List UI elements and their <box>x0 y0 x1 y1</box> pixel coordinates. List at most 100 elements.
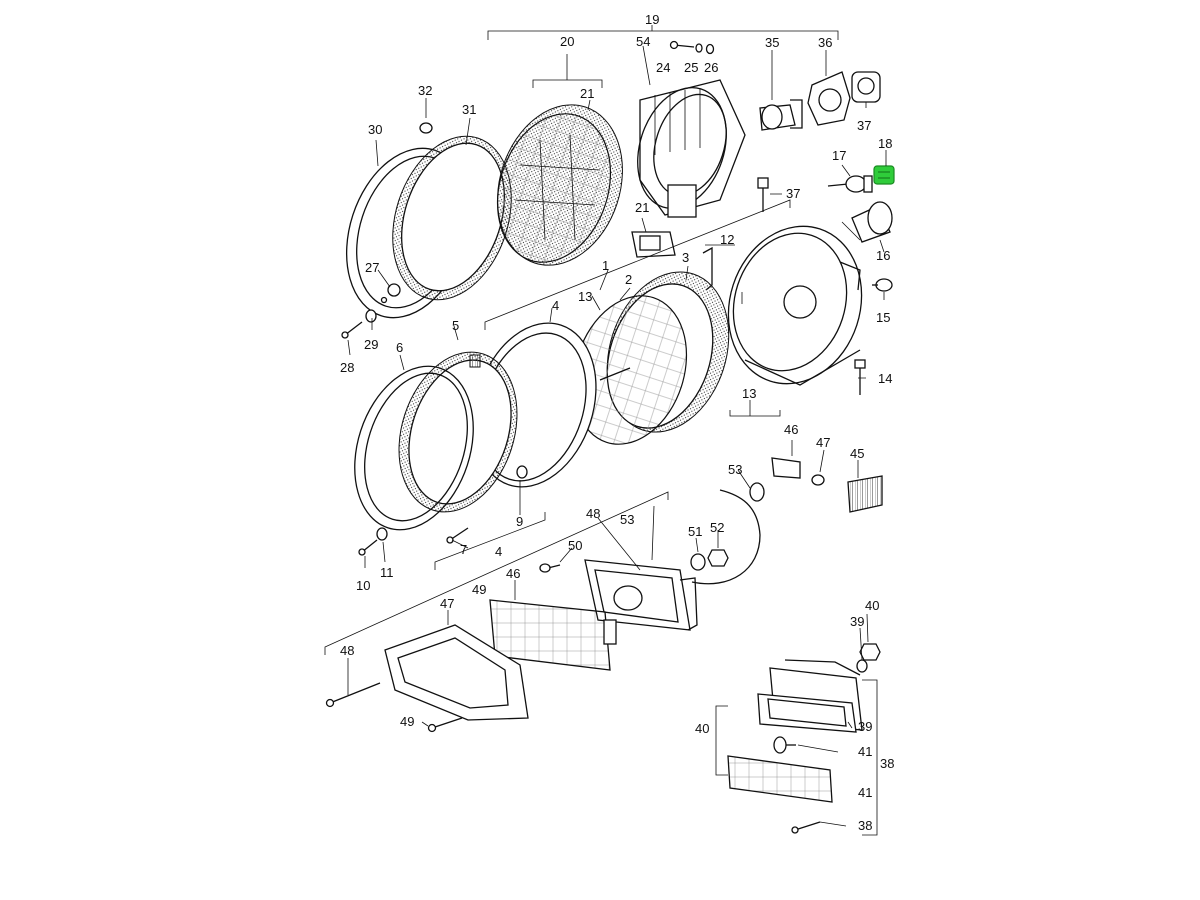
part-49-screw <box>427 717 463 733</box>
part-52-nut <box>707 549 729 567</box>
callout-45: 48 <box>586 506 600 521</box>
part-10-screw <box>358 539 378 556</box>
callout-3: 3 <box>682 250 689 265</box>
callout-53: 53 <box>620 512 634 527</box>
part-37-seal <box>757 693 857 733</box>
callout-22: 24 <box>656 60 670 75</box>
callout-labels: 19 20 54 35 36 24 25 26 21 32 31 30 37 1… <box>340 12 894 833</box>
callout-54: 54 <box>636 34 650 49</box>
callout-12: 12 <box>720 232 734 247</box>
part-11-washer <box>376 527 388 541</box>
fog-light-group <box>325 457 883 733</box>
part-21-sealed-beam <box>496 104 623 266</box>
part-5-seal <box>398 351 518 513</box>
part-23-washer <box>695 43 703 53</box>
part-31-bulb <box>759 99 803 131</box>
callout-15: 15 <box>876 310 890 325</box>
part-30-plug <box>419 122 433 134</box>
part-13-lens <box>572 295 688 445</box>
part-26-screw <box>341 321 363 339</box>
callout-28: 30 <box>368 122 382 137</box>
headlight-upper-group <box>345 40 895 395</box>
part-32-retainer <box>807 71 851 126</box>
callout-25: 27 <box>365 260 379 275</box>
callout-2: 2 <box>625 272 632 287</box>
callout-23: 25 <box>684 60 698 75</box>
part-29-seal-ring <box>392 135 512 301</box>
part-42-lens <box>847 475 883 513</box>
callout-19: 19 <box>645 12 659 27</box>
part-41-bulb <box>773 736 796 754</box>
callout-41: 41 <box>858 744 872 759</box>
part-44-bulb <box>811 474 825 486</box>
callout-51: 51 <box>688 524 702 539</box>
callout-43: 46 <box>784 422 798 437</box>
callout-37-left: 40 <box>695 721 709 736</box>
part-53-wire <box>691 489 761 585</box>
callout-21-mid: 21 <box>635 200 649 215</box>
callout-52: 52 <box>710 520 724 535</box>
callout-6: 6 <box>396 340 403 355</box>
callout-47: 47 <box>440 596 454 611</box>
callout-38: 38 <box>858 818 872 833</box>
callout-37-right: 41 <box>858 785 872 800</box>
turn-signal-group <box>727 643 881 834</box>
part-43-socket <box>771 457 801 479</box>
part-27-washer <box>365 309 377 323</box>
bracket-lines <box>324 25 887 836</box>
part-40-nut <box>859 643 881 661</box>
callout-35: 38 <box>880 756 894 771</box>
part-18-clip-highlighted[interactable] <box>873 165 895 185</box>
callout-27: 29 <box>364 337 378 352</box>
callout-4-low: 4 <box>495 544 502 559</box>
headlight-middle-group <box>341 225 863 556</box>
callout-13-low: 13 <box>742 386 756 401</box>
callout-46: 46 <box>506 566 520 581</box>
callout-18: 18 <box>878 136 892 151</box>
part-46-fog-lens <box>489 599 617 671</box>
callout-24: 26 <box>704 60 718 75</box>
callout-36: 39 <box>858 719 872 734</box>
callout-53-grommet: 53 <box>728 462 742 477</box>
part-6-trim-ring <box>354 365 474 531</box>
callout-31: 35 <box>765 35 779 50</box>
part-21-socket <box>631 231 676 258</box>
part-51-washer <box>690 553 706 571</box>
callout-40: 40 <box>865 598 879 613</box>
callout-48: 48 <box>340 643 354 658</box>
callout-29: 31 <box>462 102 476 117</box>
part-38-screw <box>791 821 821 834</box>
part-34-screw <box>757 177 769 212</box>
part-14-bolt <box>854 359 866 395</box>
callout-9: 9 <box>516 514 523 529</box>
callout-32: 36 <box>818 35 832 50</box>
part-53-grommet <box>749 482 765 502</box>
callout-17: 17 <box>832 148 846 163</box>
callout-21-top: 21 <box>580 86 594 101</box>
part-25-cap <box>387 283 401 297</box>
part-53-fog-housing <box>584 559 698 631</box>
callout-50: 50 <box>568 538 582 553</box>
part-16-bulb-socket <box>851 201 893 243</box>
callout-20: 20 <box>560 34 574 49</box>
part-15-bulb <box>872 278 893 292</box>
callout-14: 14 <box>878 371 892 386</box>
callout-42: 45 <box>850 446 864 461</box>
part-7-screw <box>446 527 469 544</box>
callout-16: 16 <box>876 248 890 263</box>
callout-30: 32 <box>418 83 432 98</box>
callout-34: 37 <box>786 186 800 201</box>
callout-39: 39 <box>850 614 864 629</box>
callout-49-top: 49 <box>472 582 486 597</box>
part-47-bezel <box>384 624 529 721</box>
part-48-bolt <box>325 682 381 708</box>
part-37-lens <box>727 755 833 803</box>
part-17-bulb <box>827 175 873 193</box>
part-22-screw <box>669 40 695 50</box>
callout-33: 37 <box>857 118 871 133</box>
callout-10: 10 <box>356 578 370 593</box>
part-33-connector <box>851 71 881 103</box>
callout-49: 49 <box>400 714 414 729</box>
callout-26: 28 <box>340 360 354 375</box>
